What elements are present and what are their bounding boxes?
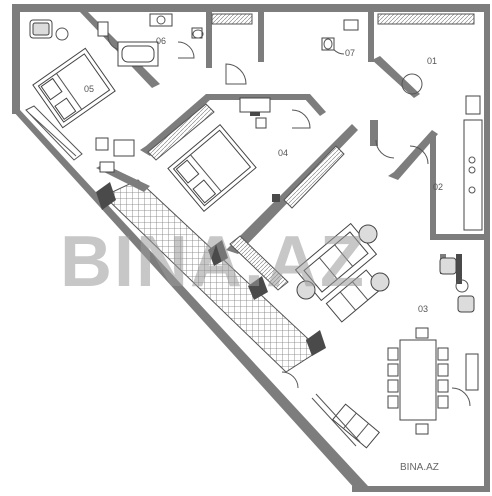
watermark-main: BINA.AZ xyxy=(60,222,366,302)
kitchen-02 xyxy=(463,95,483,231)
bay-window-left xyxy=(25,105,83,161)
room-label-04: 04 xyxy=(278,148,288,158)
room-label-05: 05 xyxy=(84,84,94,94)
watermark-corner: BINA.AZ xyxy=(400,462,439,473)
bedroom-05-furniture xyxy=(29,19,135,173)
living-03-furniture xyxy=(229,222,479,449)
hall-01 xyxy=(401,73,423,95)
room-label-06: 06 xyxy=(156,36,166,46)
bath-06-fixtures xyxy=(97,13,204,67)
room-label-07: 07 xyxy=(345,48,355,58)
balcony xyxy=(96,179,326,373)
room-label-03: 03 xyxy=(418,304,428,314)
room-label-01: 01 xyxy=(427,56,437,66)
bedroom-04-furniture xyxy=(147,97,345,213)
corridor-closet xyxy=(211,13,475,25)
wc-07-fixtures xyxy=(321,19,359,51)
room-label-02: 02 xyxy=(433,182,443,192)
room-labels: 01 02 03 04 05 06 07 xyxy=(84,36,443,314)
